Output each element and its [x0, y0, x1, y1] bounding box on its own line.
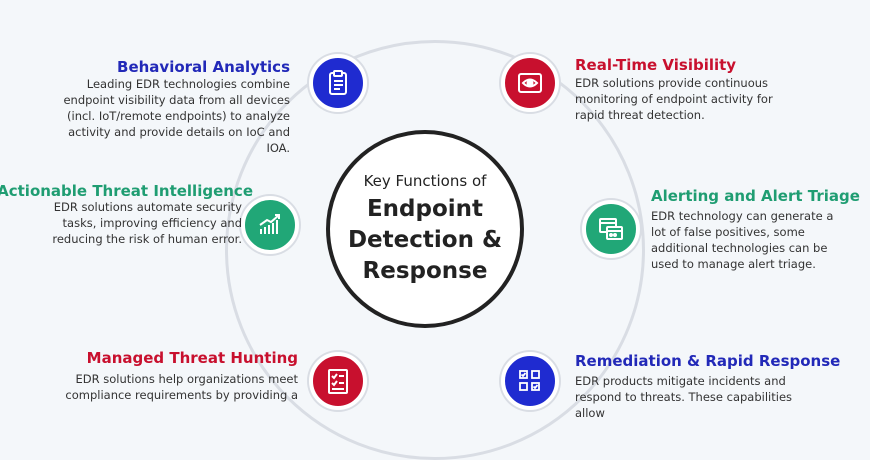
remediation-rapid-response-title: Remediation & Rapid Response [575, 352, 841, 370]
eye-monitor-icon [501, 54, 559, 112]
center-circle: Key Functions of Endpoint Detection & Re… [326, 130, 524, 328]
managed-threat-hunting-title: Managed Threat Hunting [86, 349, 298, 367]
clipboard-icon [309, 54, 367, 112]
remediation-rapid-response-desc: EDR products mitigate incidents and resp… [575, 374, 793, 420]
alert-windows-icon [582, 200, 640, 258]
center-title-line-2: Detection & [347, 226, 503, 253]
real-time-visibility-desc: EDR solutions provide continuous monitor… [575, 76, 773, 122]
center-title-line-1: Endpoint [366, 195, 484, 222]
behavioral-analytics-title: Behavioral Analytics [117, 58, 290, 76]
real-time-visibility-title: Real-Time Visibility [575, 56, 737, 74]
alerting-alert-triage-desc: EDR technology can generate a lot of fal… [651, 209, 834, 271]
checklist-icon [309, 352, 367, 410]
grid-check-icon [501, 352, 559, 410]
alerting-alert-triage-title: Alerting and Alert Triage [651, 187, 860, 205]
managed-threat-hunting-desc: EDR solutions help organizations meet co… [65, 372, 298, 402]
actionable-threat-intelligence-title: Actionable Threat Intelligence [0, 182, 253, 200]
behavioral-analytics-desc: Leading EDR technologies combine endpoin… [63, 77, 290, 155]
center-subtitle: Key Functions of [363, 171, 487, 190]
chart-trend-icon [241, 196, 299, 254]
center-title-line-3: Response [362, 257, 488, 284]
actionable-threat-intelligence-desc: EDR solutions automate security tasks, i… [52, 200, 242, 246]
